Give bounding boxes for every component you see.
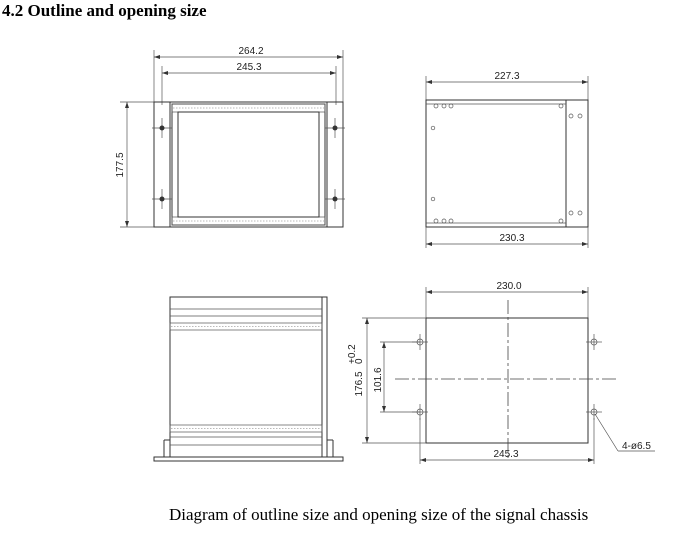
mounting-hole-icon: [412, 334, 602, 420]
opening-view: 230.0 176.5 +0.2 0 101.6: [347, 281, 655, 464]
dim-opening-height-tol-high: +0.2: [347, 344, 358, 364]
front-view: 264.2 245.3 177.5: [115, 46, 345, 228]
dim-side-top-depth: 227.3: [494, 71, 519, 82]
side-screw-icon: [430, 103, 583, 224]
dim-front-total-width: 264.2: [238, 46, 263, 57]
dim-side-bottom-depth: 230.3: [499, 233, 524, 244]
dim-front-inner-width: 245.3: [236, 62, 261, 73]
dim-opening-hole-pitch-height: 101.6: [373, 367, 384, 392]
dim-opening-height: 176.5: [354, 371, 365, 396]
hole-spec-label: 4-ø6.5: [622, 441, 651, 452]
figure-caption: Diagram of outline size and opening size…: [169, 505, 589, 524]
dim-opening-height-tol-low: 0: [354, 358, 365, 364]
side-view: 227.3 230.3: [425, 71, 589, 248]
front-screw-icon: [152, 118, 345, 209]
top-view: [153, 296, 344, 462]
dim-opening-width: 230.0: [496, 281, 521, 292]
dim-opening-hole-pitch-width: 245.3: [493, 449, 518, 460]
dim-front-height: 177.5: [115, 152, 126, 177]
section-heading: 4.2 Outline and opening size: [2, 1, 207, 20]
